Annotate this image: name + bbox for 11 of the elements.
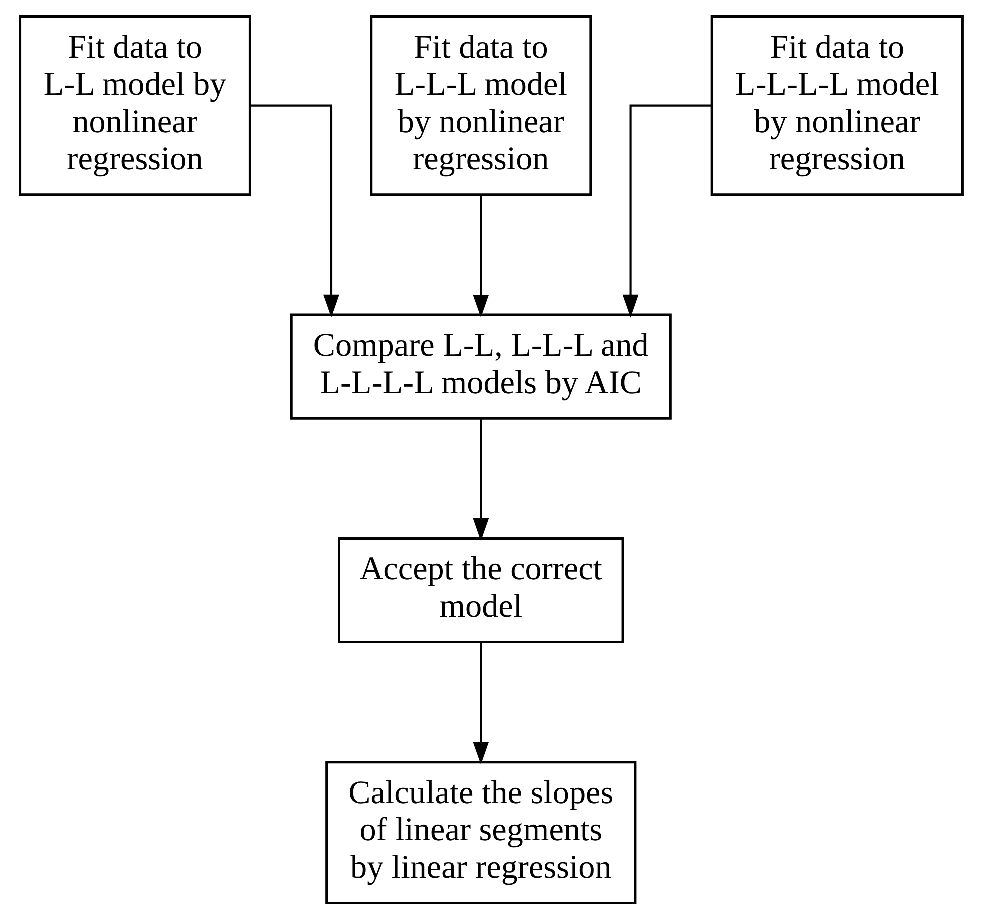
arrow (473, 418, 490, 542)
arrow (473, 642, 490, 765)
node-box: Fit data to L-L-L model by nonlinear regression (370, 16, 592, 196)
node-box: Accept the correct model (338, 537, 624, 644)
node-box: Fit data to L-L-L-L model by nonlinear regression (710, 16, 964, 196)
node-box: Compare L-L, L-L-L and L-L-L-L models by AIC (290, 314, 672, 420)
node-box: Calculate the slopes of linear segments by linear regression (326, 761, 637, 904)
arrow (473, 194, 490, 318)
arrow (250, 104, 340, 318)
arrow (622, 104, 712, 318)
node-box: Fit data to L-L model by nonlinear regression (19, 16, 252, 196)
